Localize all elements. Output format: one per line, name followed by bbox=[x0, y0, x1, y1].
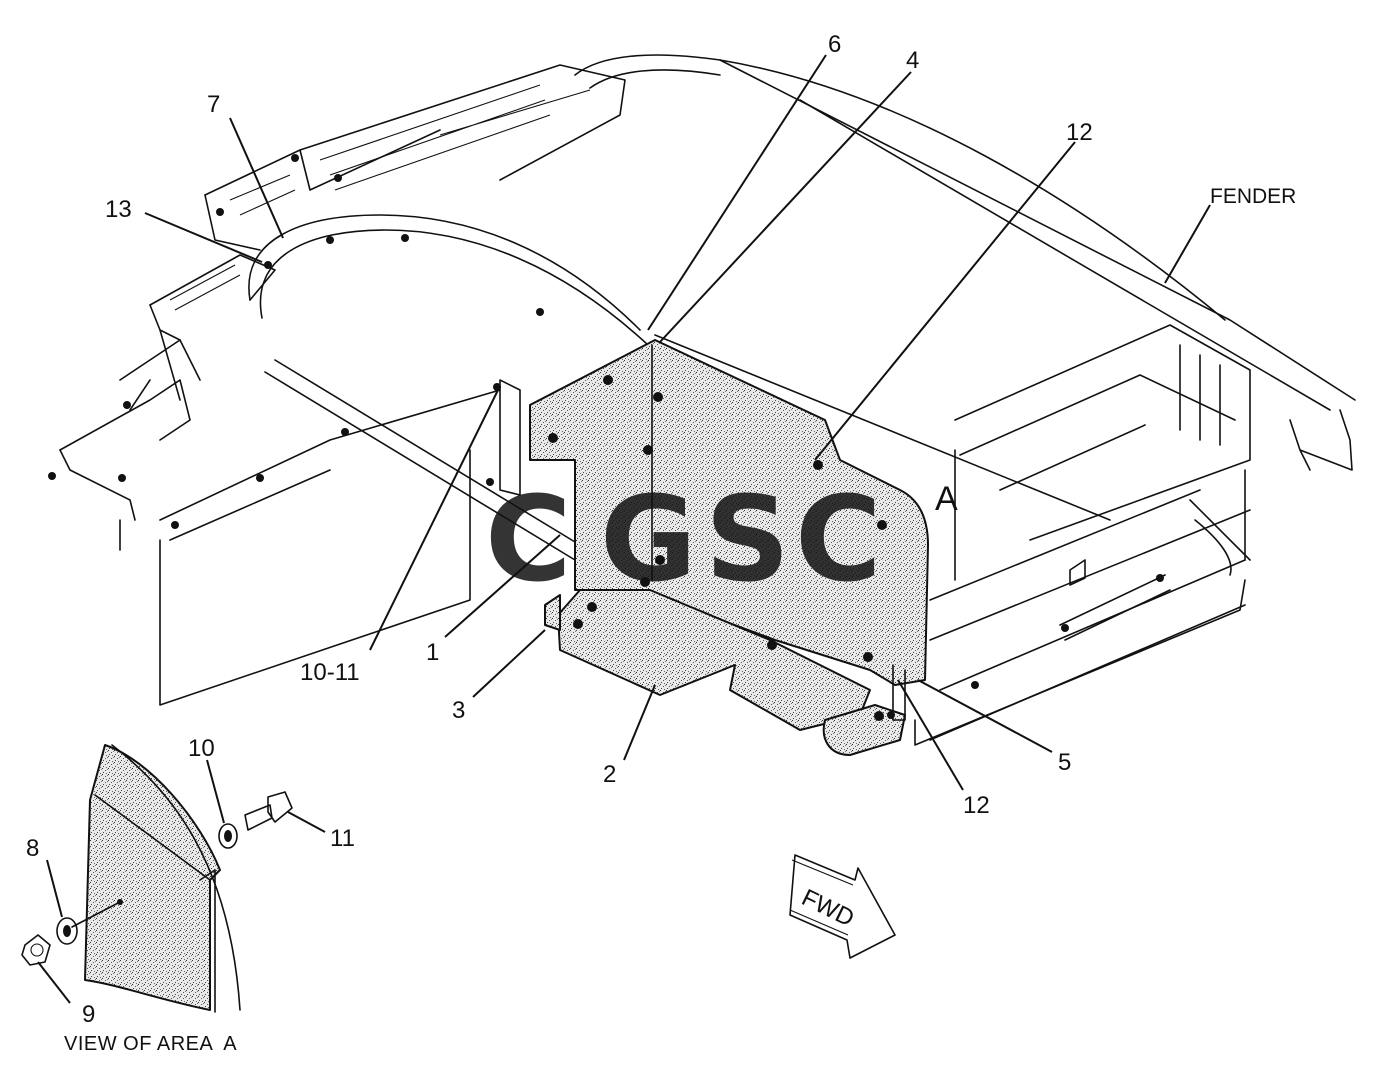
callout-6: 6 bbox=[828, 31, 841, 58]
watermark-letter-1: C bbox=[485, 470, 572, 608]
fwd-label: FWD bbox=[797, 884, 858, 932]
leader-lines bbox=[37, 54, 1211, 1004]
washer-part-10 bbox=[218, 823, 238, 849]
watermark: C G S C bbox=[485, 470, 882, 608]
callout-12-bottom: 12 bbox=[963, 792, 990, 819]
callout-1: 1 bbox=[426, 639, 439, 666]
fender-structure bbox=[48, 54, 1356, 746]
watermark-letter-4: C bbox=[795, 470, 882, 608]
callout-12-top: 12 bbox=[1066, 119, 1093, 146]
callout-fender: FENDER bbox=[1210, 185, 1296, 208]
callout-10: 10 bbox=[188, 735, 215, 762]
callout-11: 11 bbox=[330, 825, 355, 852]
watermark-letter-2: G bbox=[600, 470, 697, 608]
callout-7: 7 bbox=[207, 91, 220, 118]
callout-2: 2 bbox=[603, 761, 616, 788]
callout-3: 3 bbox=[452, 697, 465, 724]
callout-a: A bbox=[935, 480, 958, 518]
washer-part-8 bbox=[56, 917, 78, 945]
callout-4: 4 bbox=[906, 47, 919, 74]
guard-plate bbox=[529, 339, 929, 756]
callout-13: 13 bbox=[105, 196, 132, 223]
detail-view-area-a bbox=[21, 744, 293, 1013]
bracket-part-1 bbox=[493, 379, 521, 496]
nut-part-9 bbox=[21, 934, 51, 966]
callout-8: 8 bbox=[26, 835, 39, 862]
bolt-part-11 bbox=[244, 791, 293, 831]
fwd-arrow: FWD bbox=[789, 854, 896, 959]
view-of-area-a-label: VIEW OF AREA A bbox=[64, 1033, 237, 1055]
callout-labels: 6 4 7 12 FENDER 13 A 10-11 1 3 2 5 12 10… bbox=[26, 31, 1296, 1055]
watermark-letter-3: S bbox=[705, 470, 790, 608]
callout-10-11: 10-11 bbox=[300, 659, 360, 686]
callout-5: 5 bbox=[1058, 749, 1071, 776]
callout-9: 9 bbox=[82, 1001, 95, 1028]
